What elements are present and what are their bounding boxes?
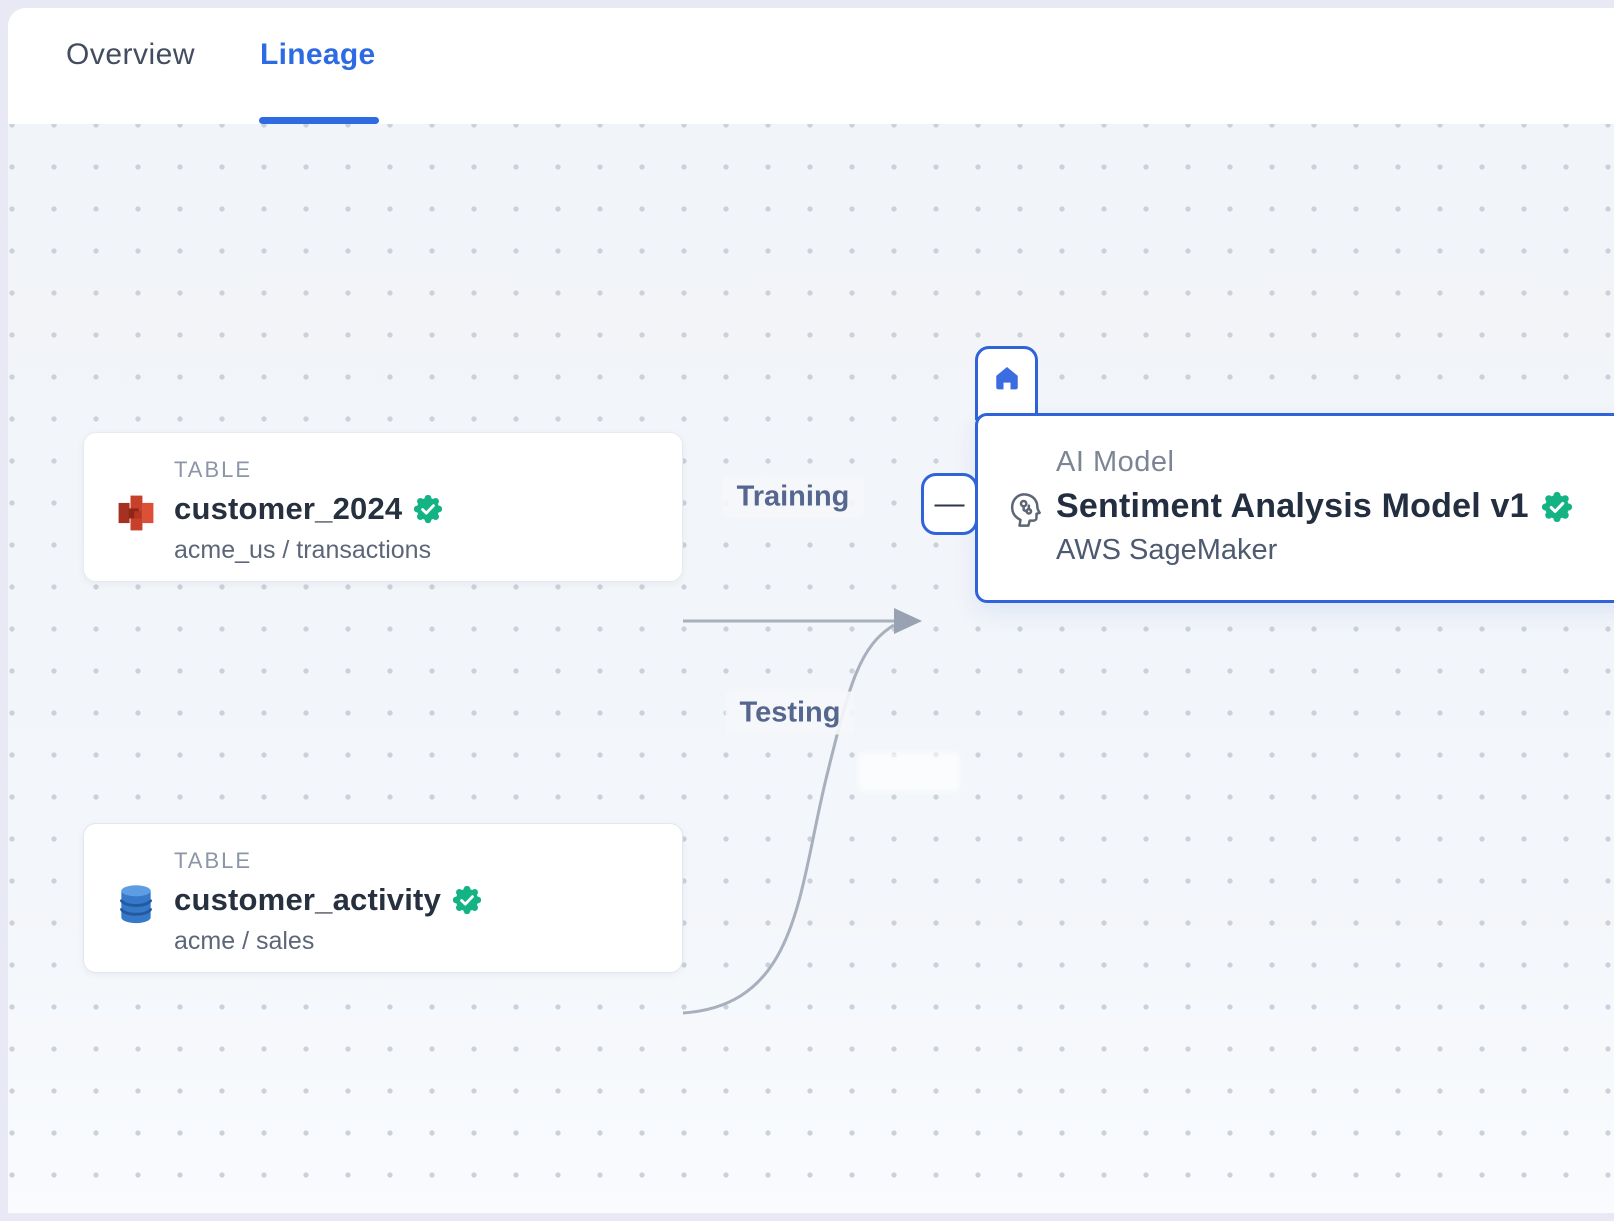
node-type-label: AI Model [1056, 446, 1175, 478]
verified-badge-icon [414, 494, 443, 524]
edge-label-training: Training [722, 475, 864, 519]
node-subtitle: acme_us / transactions [174, 536, 432, 564]
database-icon [119, 885, 153, 924]
redshift-icon [118, 495, 154, 531]
ai-model-home-tab[interactable] [975, 346, 1038, 420]
node-type-label: TABLE [174, 457, 253, 482]
edge-label-testing: Testing [725, 691, 855, 735]
node-subtitle: AWS SageMaker [1056, 534, 1278, 566]
node-card-customer-2024[interactable]: TABLE customer_2024 acme_us [83, 432, 683, 582]
lineage-canvas[interactable]: Training Testing TABLE customer_2024 [8, 124, 1614, 1213]
node-card-customer-activity[interactable]: TABLE customer_activity acme [83, 823, 683, 973]
tab-overview[interactable]: Overview [66, 38, 196, 71]
tab-lineage[interactable]: Lineage [260, 38, 376, 71]
home-icon [995, 367, 1018, 390]
blurred-tooltip [858, 752, 960, 792]
edge-arrowhead-icon [894, 608, 922, 634]
ai-head-icon [1010, 493, 1041, 527]
collapse-upstream-button[interactable]: — [921, 473, 978, 535]
verified-badge-icon [452, 885, 482, 915]
collapse-dash: — [934, 487, 965, 520]
header: Overview Lineage [8, 8, 1614, 124]
verified-badge-icon [1541, 491, 1572, 522]
node-subtitle: acme / sales [174, 927, 315, 955]
node-card-ai-model[interactable]: AI Model Sentiment Analysis Model v1 AWS… [975, 413, 1614, 603]
active-tab-underline [259, 117, 379, 124]
node-title: customer_activity [174, 882, 442, 917]
node-type-label: TABLE [174, 848, 253, 873]
app-frame: Overview Lineage Training Testing [8, 8, 1614, 1213]
node-title: Sentiment Analysis Model v1 [1056, 487, 1529, 525]
edge-testing-curve [682, 623, 895, 1015]
node-title: customer_2024 [174, 491, 403, 526]
edges-layer [682, 608, 922, 1015]
